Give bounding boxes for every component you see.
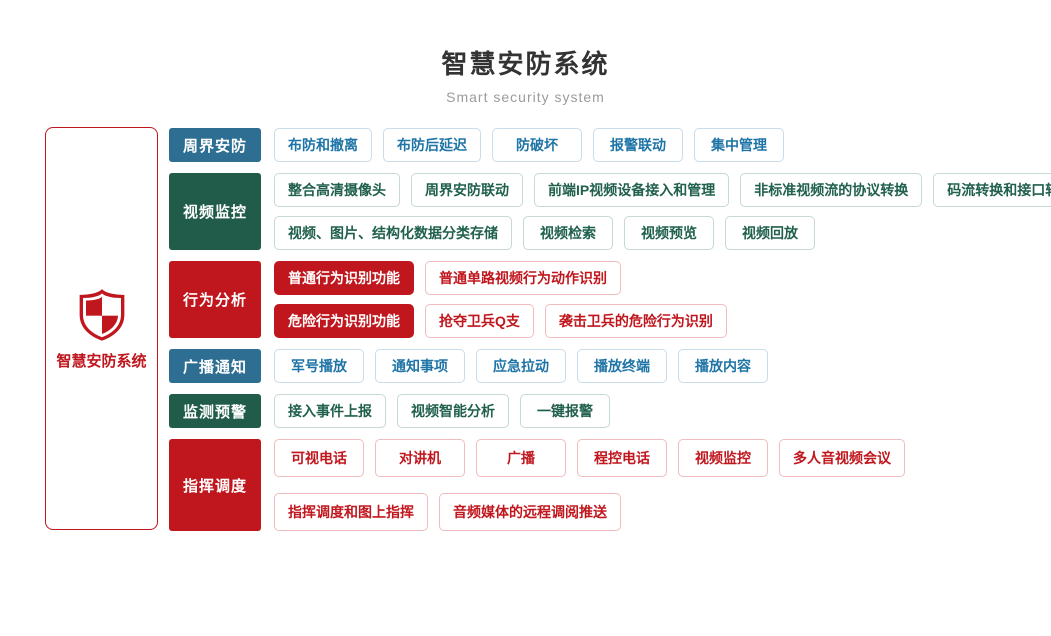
feature-button[interactable]: 接入事件上报 — [274, 394, 386, 428]
category-label: 周界安防 — [169, 128, 261, 162]
feature-button[interactable]: 广播 — [476, 439, 566, 477]
feature-button[interactable]: 视频预览 — [624, 216, 714, 250]
category-row: 视频监控整合高清摄像头周界安防联动前端IP视频设备接入和管理非标准视频流的协议转… — [169, 173, 1051, 250]
feature-button[interactable]: 布防和撤离 — [274, 128, 372, 162]
category-row: 行为分析普通行为识别功能普通单路视频行为动作识别危险行为识别功能抢夺卫兵Q支袭击… — [169, 261, 1029, 338]
shield-icon — [75, 286, 129, 342]
feature-button[interactable]: 程控电话 — [577, 439, 667, 477]
feature-button[interactable]: 普通行为识别功能 — [274, 261, 414, 295]
feature-button[interactable]: 防破坏 — [492, 128, 582, 162]
feature-button[interactable]: 非标准视频流的协议转换 — [740, 173, 923, 207]
category-row: 监测预警接入事件上报视频智能分析一键报警 — [169, 394, 1029, 428]
category-label: 广播通知 — [169, 349, 261, 383]
category-list: 周界安防布防和撤离布防后延迟防破坏报警联动集中管理视频监控整合高清摄像头周界安防… — [169, 128, 1051, 531]
feature-button[interactable]: 播放内容 — [678, 349, 768, 383]
feature-button[interactable]: 抢夺卫兵Q支 — [425, 304, 534, 338]
feature-button[interactable]: 视频检索 — [523, 216, 613, 250]
category-row: 指挥调度可视电话对讲机广播程控电话视频监控多人音视频会议指挥调度和图上指挥音频媒… — [169, 439, 1029, 531]
feature-button[interactable]: 多人音视频会议 — [779, 439, 905, 477]
category-label: 视频监控 — [169, 173, 261, 250]
root-node: 智慧安防系统 — [45, 127, 158, 530]
feature-button[interactable]: 普通单路视频行为动作识别 — [425, 261, 621, 295]
category-label: 指挥调度 — [169, 439, 261, 531]
feature-button[interactable]: 播放终端 — [577, 349, 667, 383]
feature-button[interactable]: 应急拉动 — [476, 349, 566, 383]
feature-button[interactable]: 通知事项 — [375, 349, 465, 383]
feature-button[interactable]: 视频回放 — [725, 216, 815, 250]
feature-button[interactable]: 周界安防联动 — [411, 173, 523, 207]
feature-button[interactable]: 一键报警 — [520, 394, 610, 428]
feature-button[interactable]: 视频监控 — [678, 439, 768, 477]
feature-button[interactable]: 对讲机 — [375, 439, 465, 477]
feature-button[interactable]: 前端IP视频设备接入和管理 — [534, 173, 730, 207]
feature-button[interactable]: 袭击卫兵的危险行为识别 — [544, 304, 727, 338]
page-title: 智慧安防系统 — [441, 49, 610, 79]
feature-button[interactable]: 视频智能分析 — [397, 394, 509, 428]
page-header: 智慧安防系统 Smart security system — [0, 44, 1051, 105]
feature-button[interactable]: 报警联动 — [593, 128, 683, 162]
page-subtitle: Smart security system — [446, 89, 605, 105]
feature-button[interactable]: 码流转换和接口转换 — [933, 173, 1051, 207]
feature-button[interactable]: 集中管理 — [694, 128, 784, 162]
feature-button[interactable]: 可视电话 — [274, 439, 364, 477]
feature-button[interactable]: 音频媒体的远程调阅推送 — [439, 493, 621, 531]
root-label: 智慧安防系统 — [56, 353, 147, 370]
category-label: 行为分析 — [169, 261, 261, 338]
category-row: 周界安防布防和撤离布防后延迟防破坏报警联动集中管理 — [169, 128, 1029, 162]
feature-button[interactable]: 指挥调度和图上指挥 — [274, 493, 428, 531]
category-label: 监测预警 — [169, 394, 261, 428]
feature-button[interactable]: 视频、图片、结构化数据分类存储 — [274, 216, 512, 250]
feature-button[interactable]: 军号播放 — [274, 349, 364, 383]
category-row: 广播通知军号播放通知事项应急拉动播放终端播放内容 — [169, 349, 1029, 383]
feature-button[interactable]: 布防后延迟 — [383, 128, 481, 162]
feature-button[interactable]: 整合高清摄像头 — [274, 173, 400, 207]
feature-button[interactable]: 危险行为识别功能 — [274, 304, 414, 338]
